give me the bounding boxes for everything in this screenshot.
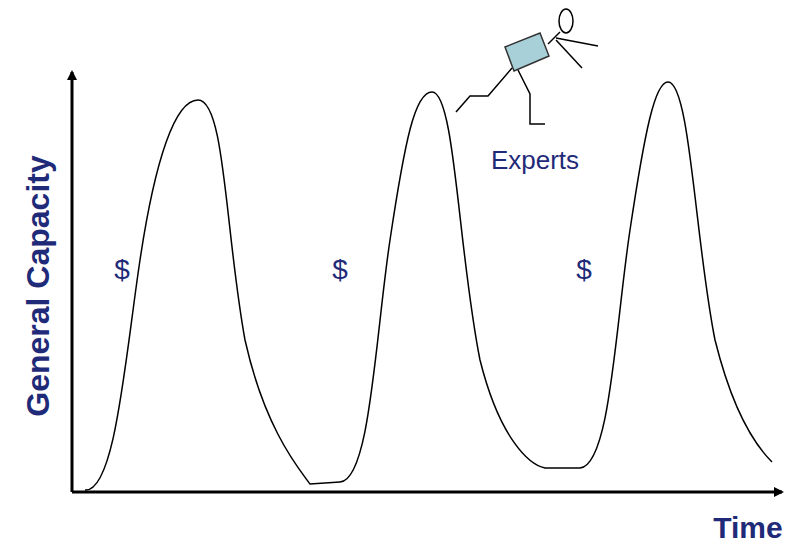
- money-sign: $: [114, 256, 130, 284]
- axis-title: Time: [713, 513, 782, 543]
- figure-label: Experts: [491, 147, 579, 173]
- x-axis: [72, 491, 782, 494]
- capacity-curve: [85, 82, 772, 490]
- money-sign: $: [332, 256, 348, 284]
- money-sign: $: [576, 256, 592, 284]
- stick-figure: [456, 9, 598, 124]
- axis-title: General Capacity: [22, 155, 54, 416]
- y-axis: [71, 72, 74, 492]
